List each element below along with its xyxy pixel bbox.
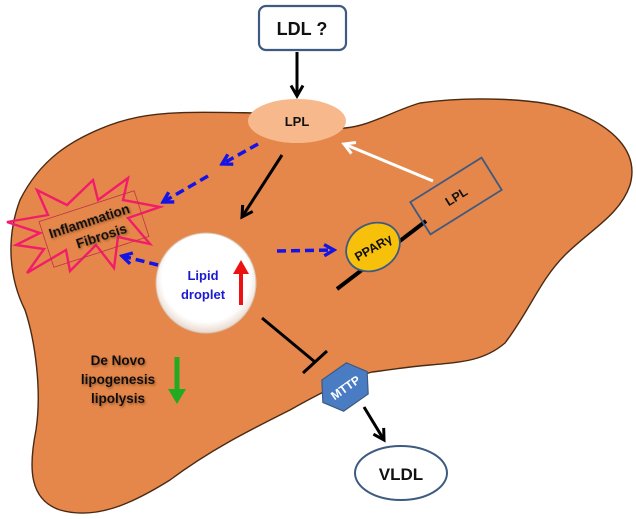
lipid-droplet-circle — [155, 232, 257, 334]
liver-shape — [10, 98, 633, 514]
dashed-arrow-droplet-to-ppar — [276, 250, 334, 251]
dashed-arrow-lpl-to-inflammation-2 — [163, 174, 209, 202]
dashed-arrow-lpl-to-inflammation-1 — [222, 142, 259, 164]
increase-up-arrow-icon — [233, 260, 249, 305]
lipid-label: Lipid — [187, 268, 218, 283]
droplet-label: droplet — [181, 287, 226, 302]
lpl-ellipse — [248, 99, 346, 143]
lpl-gene-box — [409, 156, 503, 236]
arrow-lpl-gene-to-lpl — [341, 141, 434, 183]
dashed-arrow-droplet-to-inflammation — [122, 256, 159, 267]
inflammation-burst — [6, 175, 165, 275]
ldl-label: LDL ? — [277, 19, 328, 39]
mttp-hexagon — [321, 362, 369, 412]
ppar-gamma-ellipse — [345, 221, 401, 273]
lpl-top-label: LPL — [285, 114, 310, 129]
vldl-ellipse — [354, 445, 448, 501]
vldl-label: VLDL — [379, 465, 423, 484]
de-novo-label: De Novo — [91, 353, 146, 368]
lipolysis-label: lipolysis — [91, 391, 145, 406]
arrow-lpl-to-droplet — [240, 154, 284, 220]
inhibition-bar — [301, 349, 329, 375]
inhibition-droplet-to-mttp — [261, 316, 316, 364]
burst-inner-rect — [38, 190, 150, 268]
decrease-down-arrow-icon — [168, 357, 186, 404]
burst-star — [6, 175, 165, 275]
arrow-mttp-to-vldl — [362, 406, 386, 443]
ldl-box — [257, 4, 348, 52]
lipogenesis-label: lipogenesis — [81, 372, 155, 387]
